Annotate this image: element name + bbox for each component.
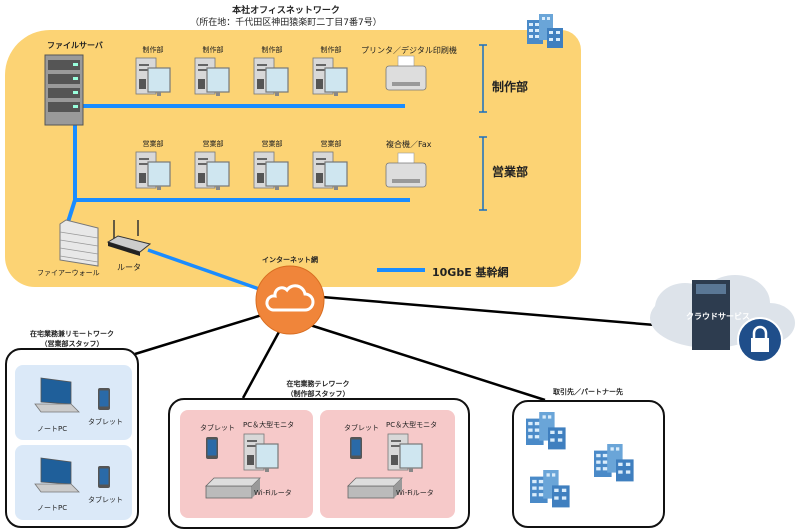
remote-panel bbox=[15, 445, 132, 520]
production-dept-label: 制作部 bbox=[492, 80, 529, 94]
pc-label: 営業部 bbox=[142, 140, 164, 148]
mfp-icon bbox=[385, 152, 427, 188]
tablet-icon bbox=[206, 437, 218, 459]
laptop-icon bbox=[34, 457, 80, 493]
pc-monitor-icon bbox=[243, 433, 279, 473]
pc-label: 営業部 bbox=[320, 140, 342, 148]
wifi-router-label: Wi-Fiルータ bbox=[254, 489, 292, 497]
building-icon bbox=[530, 470, 570, 508]
wifi-router-label: Wi-Fiルータ bbox=[396, 489, 434, 497]
pc-label: 制作部 bbox=[261, 46, 283, 54]
tablet-icon bbox=[98, 466, 110, 488]
legend-label: 10GbE 基幹網 bbox=[432, 266, 509, 279]
mfp-label: 複合機／Fax bbox=[386, 140, 432, 149]
router-icon bbox=[106, 220, 152, 256]
laptop-label: ノートPC bbox=[37, 504, 68, 512]
telework-title: 在宅業務テレワーク bbox=[286, 380, 350, 388]
file-server-label: ファイルサーバ bbox=[47, 41, 103, 50]
laptop-label: ノートPC bbox=[37, 425, 68, 433]
sales-dept-label: 営業部 bbox=[492, 165, 529, 179]
file-server-icon bbox=[44, 54, 84, 126]
tablet-label: タブレット bbox=[88, 496, 123, 504]
pc-monitor-label: PC＆大型モニタ bbox=[243, 421, 295, 429]
desktop-pc-icon bbox=[312, 57, 348, 97]
internet-cloud-icon bbox=[255, 265, 325, 335]
office-address: （所在地：千代田区神田猿楽町二丁目7番7号） bbox=[190, 18, 382, 28]
desktop-pc-icon bbox=[312, 151, 348, 191]
tablet-label: タブレット bbox=[88, 418, 123, 426]
firewall-label: ファイアーウォール bbox=[37, 269, 100, 277]
partner-box bbox=[512, 400, 665, 528]
printer-icon bbox=[385, 55, 427, 91]
internet-label: インターネット網 bbox=[262, 256, 318, 264]
pc-label: 制作部 bbox=[142, 46, 164, 54]
wifi-router-icon bbox=[205, 477, 261, 499]
pc-monitor-label: PC＆大型モニタ bbox=[386, 421, 438, 429]
building-icon bbox=[594, 444, 634, 482]
remote-subtitle: （営業部スタッフ） bbox=[40, 340, 104, 348]
cloud-services-icon bbox=[650, 275, 795, 363]
firewall-icon bbox=[59, 219, 99, 267]
pc-label: 営業部 bbox=[261, 140, 283, 148]
remote-work-box bbox=[5, 348, 139, 528]
partner-title: 取引先／パートナー先 bbox=[553, 388, 623, 396]
desktop-pc-icon bbox=[253, 151, 289, 191]
printer-label: プリンタ／デジタル印刷機 bbox=[361, 46, 457, 55]
remote-title: 在宅業務兼リモートワーク bbox=[30, 330, 114, 338]
remote-panel bbox=[15, 365, 132, 440]
wifi-router-icon bbox=[347, 477, 403, 499]
desktop-pc-icon bbox=[135, 57, 171, 97]
telework-panel bbox=[320, 410, 455, 518]
pc-monitor-icon bbox=[387, 433, 423, 473]
tablet-label: タブレット bbox=[200, 424, 235, 432]
desktop-pc-icon bbox=[194, 57, 230, 97]
tablet-icon bbox=[98, 388, 110, 410]
desktop-pc-icon bbox=[253, 57, 289, 97]
telework-subtitle: （制作部スタッフ） bbox=[286, 390, 350, 398]
office-title: 本社オフィスネットワーク bbox=[232, 6, 340, 16]
desktop-pc-icon bbox=[194, 151, 230, 191]
telework-box bbox=[168, 398, 470, 529]
laptop-icon bbox=[34, 377, 80, 413]
pc-label: 営業部 bbox=[202, 140, 224, 148]
pc-label: 制作部 bbox=[320, 46, 342, 54]
office-area bbox=[5, 30, 581, 287]
desktop-pc-icon bbox=[135, 151, 171, 191]
tablet-label: タブレット bbox=[344, 424, 379, 432]
router-internet-link bbox=[147, 248, 263, 292]
tablet-icon bbox=[350, 437, 362, 459]
building-icon bbox=[526, 412, 566, 450]
cloud-services-label: クラウドサービス bbox=[686, 312, 750, 321]
pc-label: 制作部 bbox=[202, 46, 224, 54]
router-label: ルータ bbox=[117, 263, 141, 272]
